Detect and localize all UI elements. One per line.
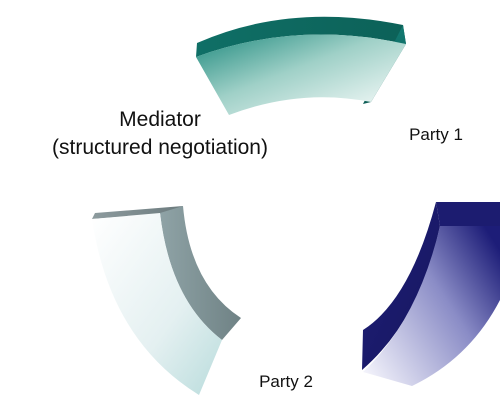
mediator-label: Mediator (structured negotiation) <box>30 106 290 162</box>
mediator-segment-top-bevel <box>196 16 406 57</box>
mediator-label-line2: (structured negotiation) <box>52 136 268 159</box>
mediator-segment <box>196 16 406 116</box>
party2-segment <box>92 206 241 395</box>
party1-segment-side-bevel <box>436 202 500 226</box>
party2-segment-top-bevel <box>92 206 183 219</box>
party2-segment-face <box>92 213 222 395</box>
mediator-segment-face <box>196 34 406 116</box>
party1-segment <box>362 202 500 386</box>
party2-segment-side-bevel <box>160 206 241 340</box>
party1-segment-face <box>363 226 500 386</box>
mediator-label-line1: Mediator <box>119 108 201 131</box>
party2-label: Party 2 <box>259 372 313 391</box>
party1-label: Party 1 <box>409 125 463 144</box>
